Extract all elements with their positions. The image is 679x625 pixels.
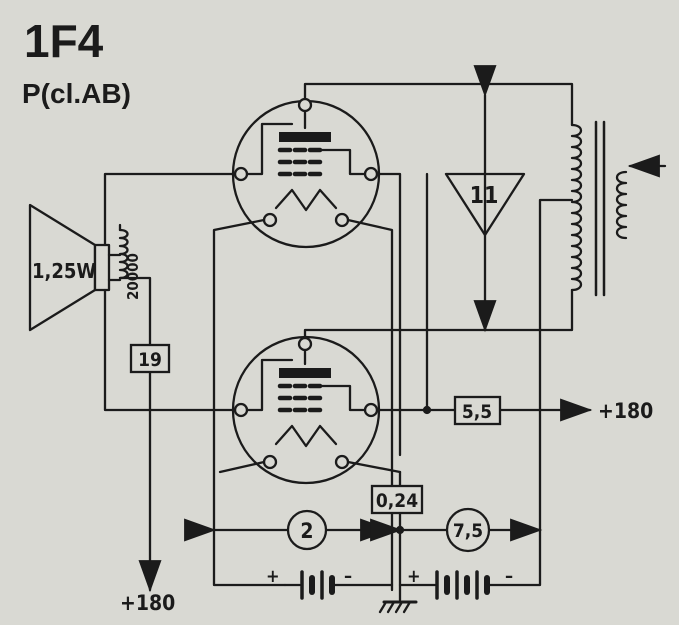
battery-right-plus: + xyxy=(407,566,421,587)
speaker-impedance-label: 20000 xyxy=(124,253,142,300)
svg-text:0,24: 0,24 xyxy=(376,490,418,512)
battery-right-minus: – xyxy=(505,566,513,587)
ground-symbol xyxy=(378,600,418,614)
svg-text:19: 19 xyxy=(138,349,162,371)
label-75-circle: 7,5 xyxy=(445,507,491,553)
supply-top-right: +180 xyxy=(598,399,653,423)
svg-text:7,5: 7,5 xyxy=(453,520,483,542)
speaker-power-label: 1,25W xyxy=(32,259,96,283)
label-55-box: 5,5 xyxy=(453,395,502,426)
battery-left-plus: + xyxy=(266,566,280,587)
battery-left xyxy=(283,570,394,600)
upper-tube xyxy=(231,97,381,249)
svg-text:5,5: 5,5 xyxy=(462,401,492,423)
tube-type-title: 1F4 xyxy=(24,15,104,67)
battery-right xyxy=(398,528,542,600)
output-transformer xyxy=(538,120,667,532)
lower-tube xyxy=(231,335,381,485)
label-11: 11 xyxy=(470,183,499,209)
speaker-symbol xyxy=(28,203,152,347)
label-19-box: 19 xyxy=(129,343,171,374)
triangle-element xyxy=(444,65,526,333)
label-2-circle: 2 xyxy=(286,509,328,551)
svg-text:2: 2 xyxy=(300,519,313,543)
operating-mode: P(cl.AB) xyxy=(22,78,131,109)
supply-bottom-left: +180 xyxy=(120,591,175,615)
battery-left-minus: – xyxy=(344,566,352,587)
label-024-box: 0,24 xyxy=(370,484,424,515)
